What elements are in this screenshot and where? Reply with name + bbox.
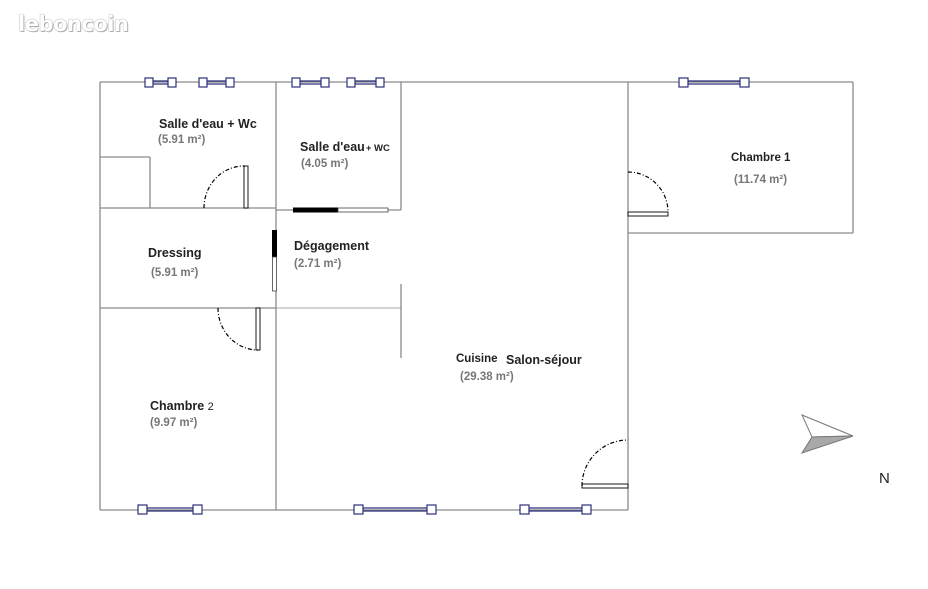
bath2-sliding-door-light [337, 207, 389, 213]
window-living-b [519, 504, 592, 515]
room-area-degagement: (2.71 m²) [294, 258, 342, 270]
room-name-cuisine: Cuisine [456, 353, 498, 365]
room-name-salle-eau-wc-2-main: Salle d'eau [300, 140, 365, 154]
window-bath1-a [144, 77, 177, 88]
window-chambre1 [678, 77, 750, 88]
degagement-door-dark [272, 230, 277, 257]
chambre2-door-arc [217, 307, 259, 351]
room-area-chambre-1: (11.74 m²) [734, 174, 788, 186]
room-name-salon-sejour: Salon-séjour [506, 353, 582, 367]
window-bath1-b [198, 77, 235, 88]
room-name-salle-eau-wc-1: Salle d'eau + Wc [159, 117, 257, 131]
bath1-door-leaf [243, 165, 249, 209]
windows [137, 77, 750, 515]
window-chambre2 [137, 504, 203, 515]
room-area-cuisine-salon: (29.38 m²) [460, 371, 514, 383]
room-name-chambre-1: Chambre 1 [731, 152, 791, 164]
chambre1-door-leaf [627, 211, 669, 217]
room-name-chambre-2: Chambre 2 [150, 399, 214, 413]
bath2-sliding-door-dark [293, 207, 338, 213]
room-area-salle-eau-wc-1: (5.91 m²) [158, 134, 206, 146]
chambre1-door-arc [627, 171, 669, 213]
living-door-leaf [581, 483, 629, 489]
leboncoin-watermark: leboncoin [18, 12, 129, 36]
room-name-dressing: Dressing [148, 246, 202, 260]
degagement-door-light [272, 256, 277, 292]
bath1-door-arc [203, 165, 246, 209]
room-area-dressing: (5.91 m²) [151, 267, 199, 279]
window-bath2-b [346, 77, 385, 88]
window-bath2-a [291, 77, 330, 88]
sliding-doors [272, 207, 389, 292]
living-door-arc [581, 439, 629, 487]
room-name-chambre-2-main: Chambre [150, 399, 205, 413]
room-name-salle-eau-wc-2: Salle d'eau+ WC [300, 140, 390, 154]
room-area-salle-eau-wc-2: (4.05 m²) [301, 158, 349, 170]
window-living-a [353, 504, 437, 515]
room-name-degagement: Dégagement [294, 239, 370, 253]
compass-arrow-icon [800, 414, 854, 454]
compass-north-label: N [879, 470, 890, 487]
room-area-chambre-2: (9.97 m²) [150, 417, 198, 429]
walls [99, 81, 854, 511]
swing-doors [203, 165, 669, 489]
chambre2-door-leaf [255, 307, 261, 351]
room-name-salle-eau-wc-2-suffix: + WC [365, 143, 390, 154]
room-name-chambre-2-suffix: 2 [207, 401, 214, 413]
